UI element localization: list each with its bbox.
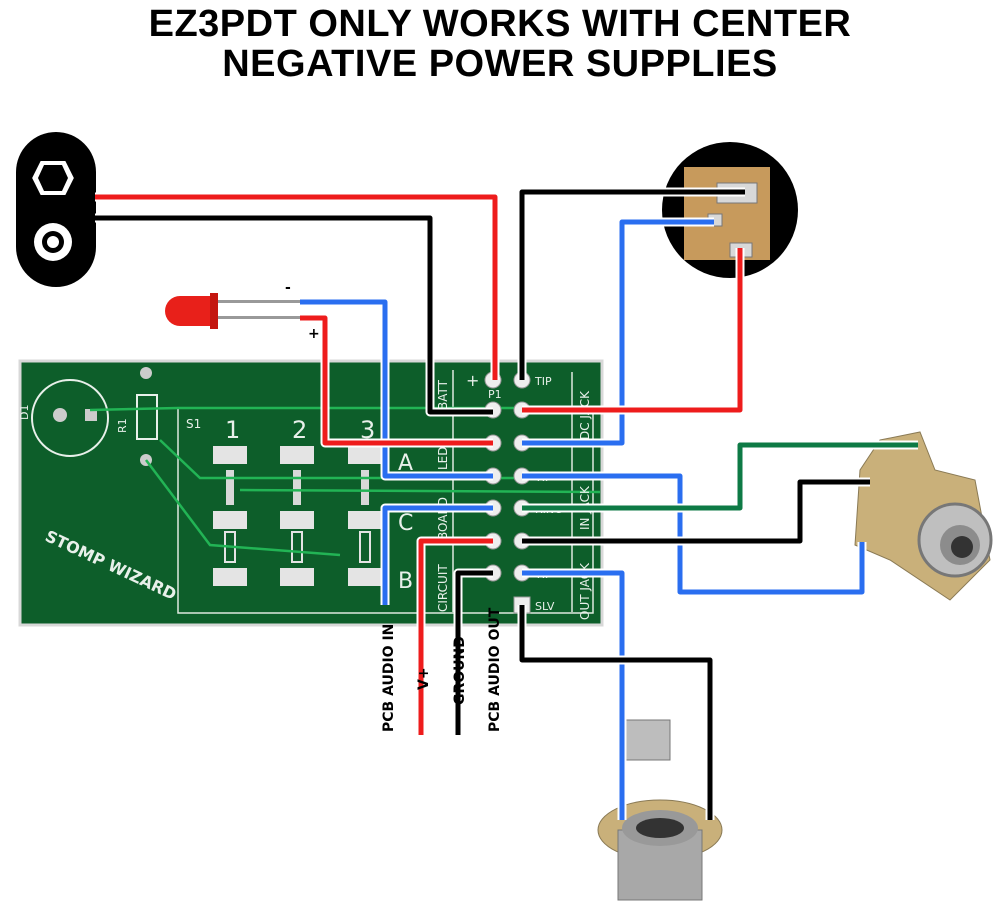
label-pcb-audio-in: PCB AUDIO IN <box>381 624 397 732</box>
switch-pad <box>213 568 247 586</box>
wire-labels: PCB AUDIO IN V+ GROUND PCB AUDIO OUT <box>381 607 503 732</box>
out-sleeve-wire <box>519 605 713 820</box>
switch-pad <box>213 446 247 464</box>
pcb-circuit-label: CIRCUIT <box>436 564 450 612</box>
dc-power-jack <box>662 142 798 278</box>
output-jack <box>597 719 723 901</box>
pcb-audio-in-wire <box>382 505 493 605</box>
switch-pad <box>280 568 314 586</box>
pcb-letter-a: A <box>398 451 413 476</box>
switch-pad <box>280 511 314 529</box>
in-tip-wire <box>522 473 865 595</box>
switch-number-1: 1 <box>225 416 240 444</box>
pcb-s1-label: S1 <box>186 417 201 431</box>
battery-snap <box>16 132 96 287</box>
led-anode-wire <box>300 315 493 446</box>
switch-pad <box>348 446 382 464</box>
pin-dc-tip-label: TIP <box>534 375 552 388</box>
led-cathode-wire <box>300 299 493 479</box>
dc-blue-wire <box>522 219 714 446</box>
out-tip-wire <box>522 570 625 820</box>
label-v-plus: V+ <box>416 667 432 690</box>
battery-red-wire <box>95 194 498 380</box>
switch-pad <box>213 511 247 529</box>
pcb-letter-b: B <box>398 569 413 594</box>
pcb-led-label: LED <box>436 446 450 470</box>
title-line-2: NEGATIVE POWER SUPPLIES <box>222 43 778 85</box>
label-pcb-audio-out: PCB AUDIO OUT <box>487 607 503 732</box>
pcb-board: D1 R1 S1 P1 1 2 3 A C B STOMP WIZARD BAT… <box>18 359 604 627</box>
battery-black-wire <box>95 215 493 415</box>
v-plus-wire <box>418 538 493 735</box>
switch-pad <box>280 446 314 464</box>
diagram-title: EZ3PDT ONLY WORKS WITH CENTER NEGATIVE P… <box>0 4 1000 84</box>
pin-out-slv-label: SLV <box>535 600 555 613</box>
led-minus-label: - <box>285 280 291 296</box>
dc-red-wire <box>522 248 743 413</box>
title-line-1: EZ3PDT ONLY WORKS WITH CENTER <box>148 3 852 45</box>
in-sleeve-wire <box>522 479 870 544</box>
pcb-dc-jack-label: DC JACK <box>578 390 592 440</box>
pcb-d1-label: D1 <box>18 405 31 420</box>
in-ring-wire <box>522 442 918 511</box>
pcb-board-label: BOARD <box>436 497 450 540</box>
pcb-letter-c: C <box>398 511 413 536</box>
dc-black-wire <box>519 189 745 380</box>
led-plus-label: + <box>308 326 320 342</box>
switch-number-3: 3 <box>360 416 375 444</box>
pcb-p1-label: P1 <box>488 388 502 401</box>
switch-pad <box>348 511 382 529</box>
input-jack <box>854 431 993 601</box>
switch-number-2: 2 <box>292 416 307 444</box>
led-component: - + <box>165 280 320 342</box>
pin-plus-label: + <box>466 371 479 390</box>
ground-wire <box>455 570 493 735</box>
label-ground: GROUND <box>452 636 468 705</box>
pcb-batt-label: BATT <box>436 379 450 410</box>
pcb-r1-label: R1 <box>116 418 129 433</box>
switch-pad <box>348 568 382 586</box>
